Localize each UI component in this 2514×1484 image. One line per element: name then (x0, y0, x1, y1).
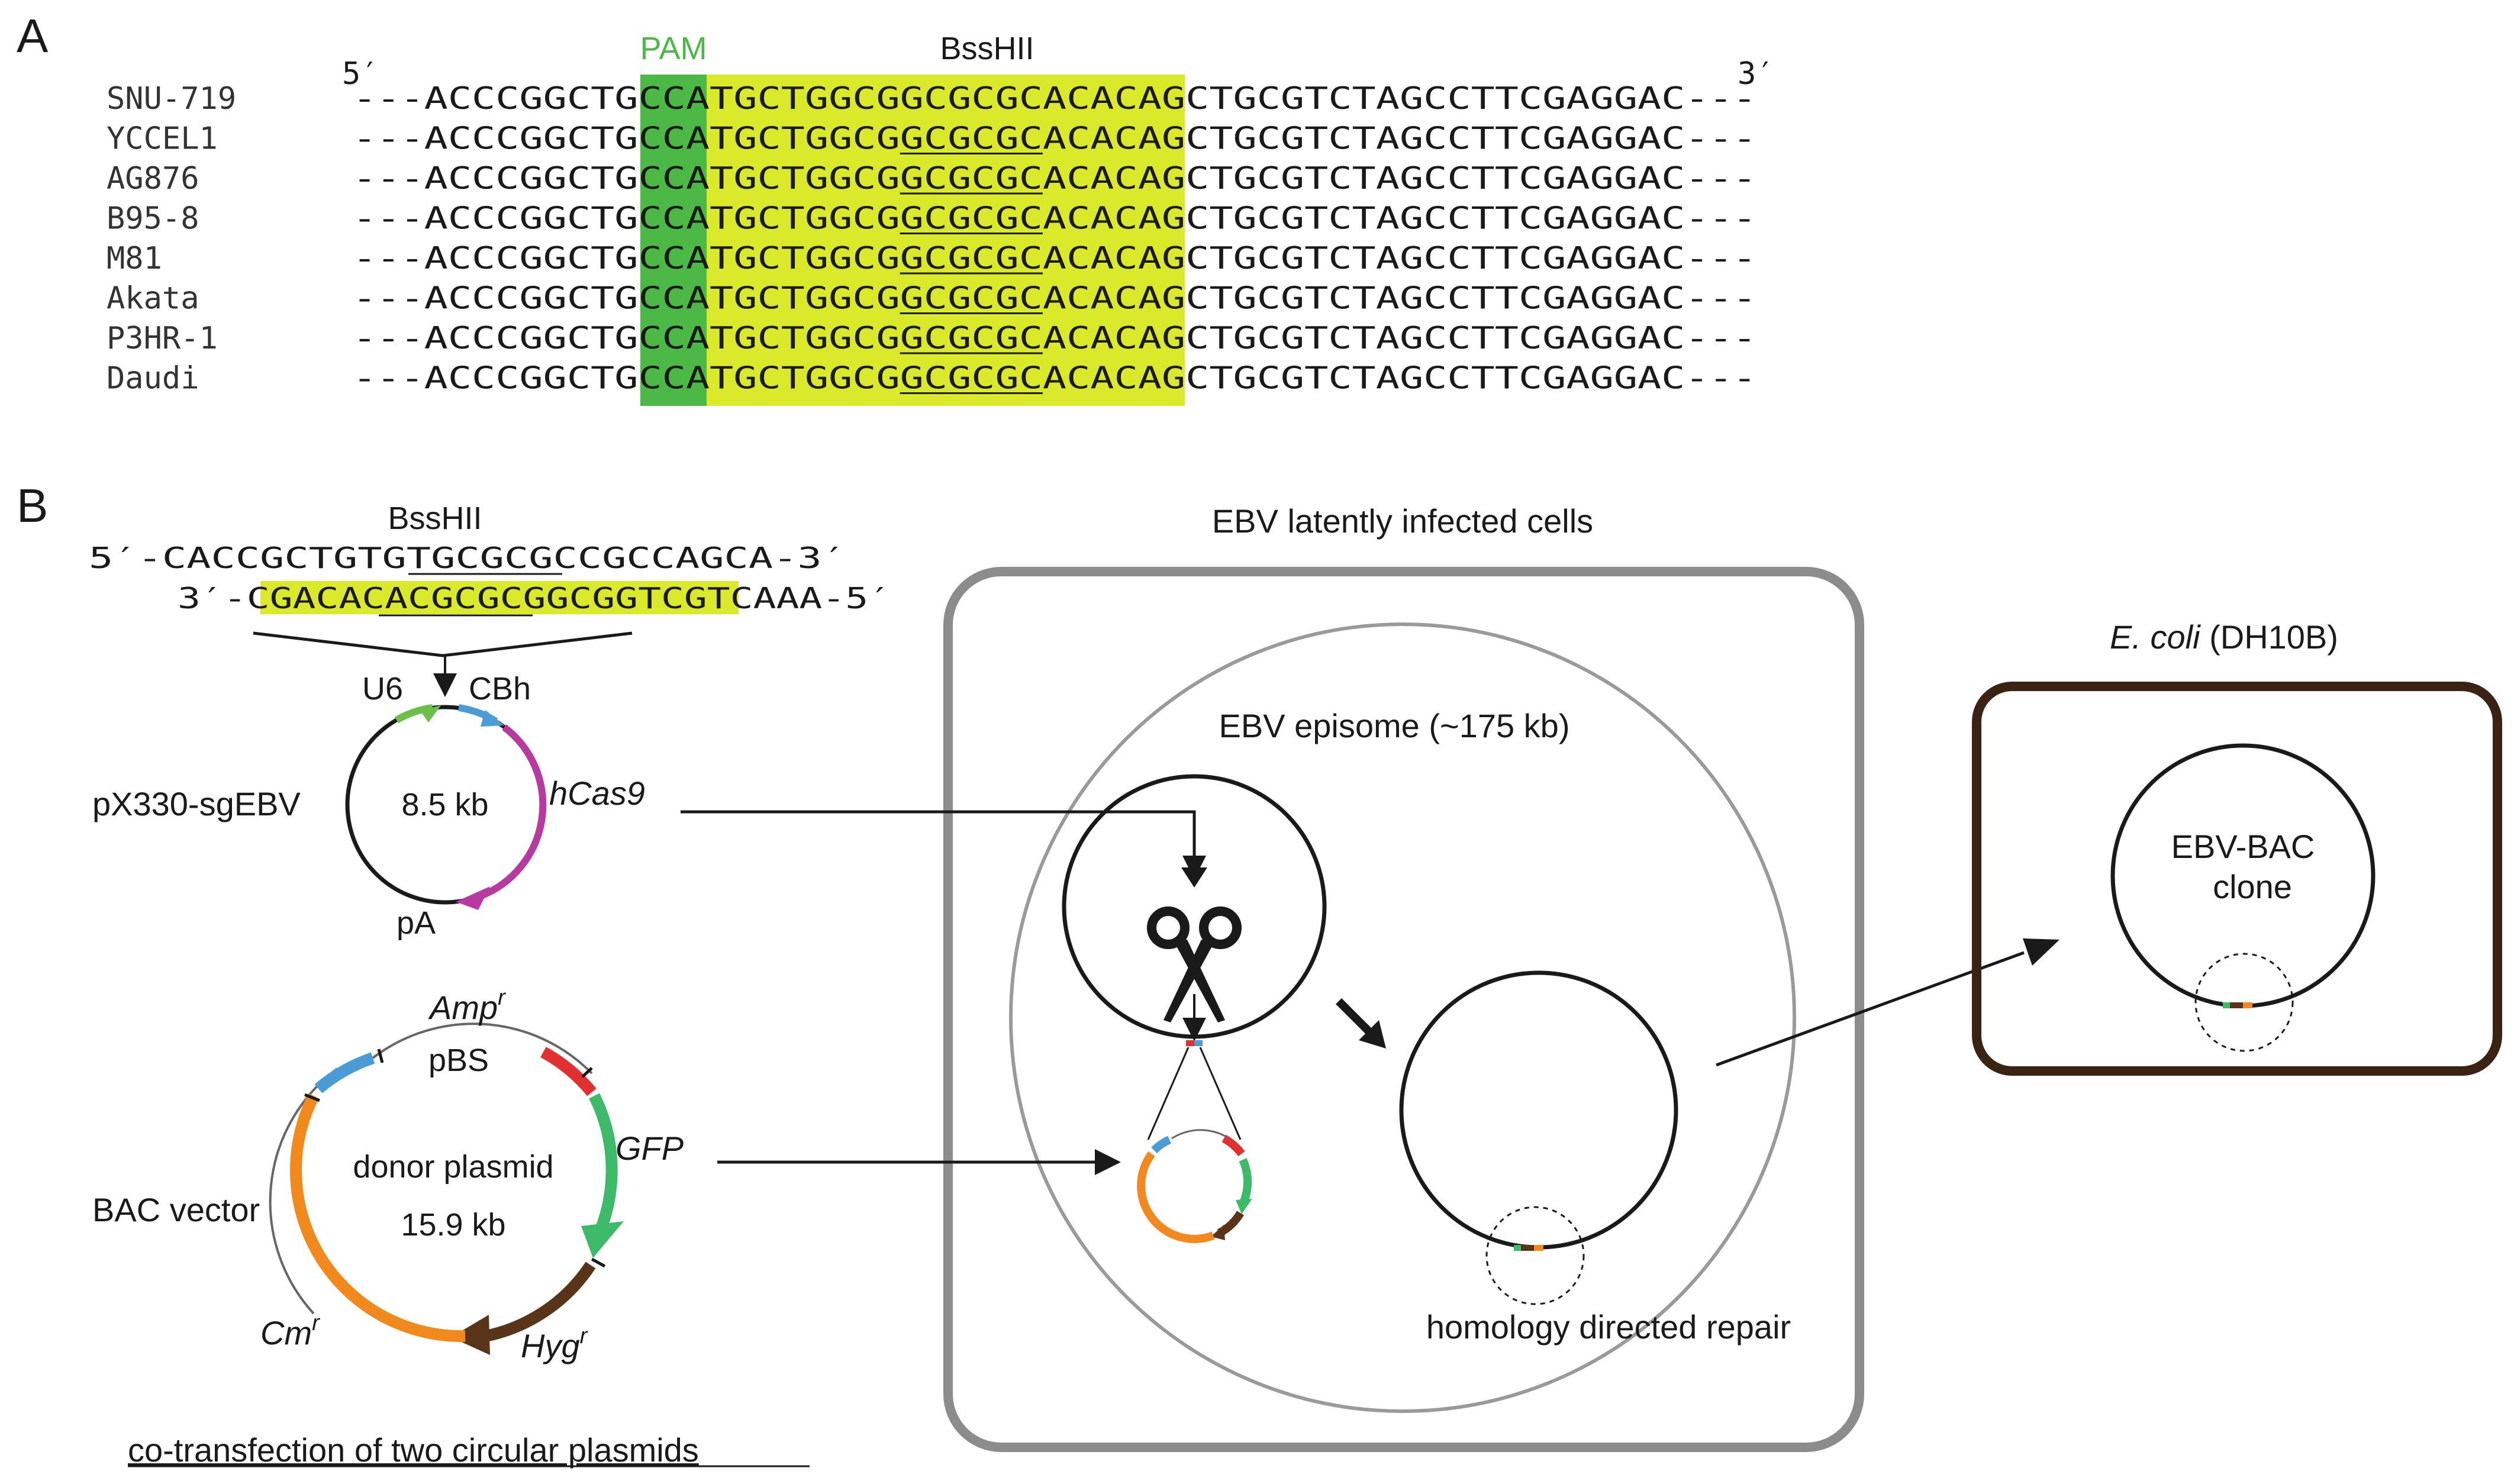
hygr-arc (478, 1262, 596, 1343)
px330-name: pX330-sgEBV (92, 785, 301, 822)
donor-plasmid: Ampr pBS donor plasmid 15.9 kb GFP BAC v… (92, 985, 684, 1364)
repaired-insert-zoom (1485, 1206, 1585, 1305)
px330-size: 8.5 kb (401, 787, 488, 822)
insert-mark-green (1514, 1245, 1521, 1251)
bac-vector-arc (290, 1093, 466, 1343)
bac-insert-orange (2243, 1002, 2252, 1008)
strain-name: P3HR-1 (107, 321, 218, 356)
ampr-label: Ampr (428, 985, 506, 1026)
ecoli-cell-box (1972, 682, 2502, 1076)
repair-arrow-shaft (1336, 998, 1375, 1037)
episome-label: EBV episome (~175 kb) (1219, 707, 1570, 744)
bac-insert-green (2223, 1002, 2230, 1008)
ecoli-title: E. coli (DH10B) (2110, 618, 2338, 656)
bac-vector-label: BAC vector (92, 1191, 260, 1228)
insert-funnel (253, 631, 633, 657)
repair-arrowhead (1359, 1020, 1386, 1049)
hygr-arrowhead (451, 1315, 490, 1355)
bsshii-label-b: BssHII (388, 501, 482, 536)
junction-tick-3 (304, 1093, 320, 1102)
homology-arm-red (540, 1047, 597, 1096)
five-prime-end: 5′ (342, 56, 379, 92)
cbh-arrowhead (481, 710, 504, 727)
strain-name: Daudi (107, 361, 199, 396)
ebv-bac-label-line2: clone (2213, 868, 2292, 905)
px330-transfect-arrowhead (1181, 867, 1207, 888)
nucleus-circle (1009, 622, 1796, 1413)
strain-names: SNU-719YCCEL1AG876B95-8M81AkataP3HR-1Dau… (107, 81, 236, 396)
bsshii-label-a: BssHII (940, 31, 1034, 66)
donor-transfect-arrowhead (1095, 1149, 1121, 1175)
cut-site-blue (1194, 1040, 1203, 1046)
sequence-row: ---ACCCGGCTGCCATGCTGGCGGCGCGCACACAGCTGCG… (353, 281, 1756, 317)
gfp-label: GFP (615, 1130, 684, 1167)
panel-b-label: B (17, 479, 48, 532)
junction-tick-1 (377, 1049, 384, 1063)
pam-highlight (640, 75, 707, 406)
strain-name: SNU-719 (107, 81, 236, 117)
pbs-backbone-arc (372, 1022, 593, 1075)
u6-arrowhead (420, 705, 441, 722)
donor-size: 15.9 kb (401, 1207, 505, 1243)
donor-plasmid-in-nucleus (1137, 1129, 1252, 1243)
sequence-row: ---ACCCGGCTGCCATGCTGGCGGCGCGCACACAGCTGCG… (353, 121, 1756, 157)
hygr-label: Hygr (521, 1324, 588, 1364)
junction-tick-4 (591, 1257, 606, 1268)
hcas9-arrowhead (456, 886, 490, 910)
junction-tick-2 (581, 1067, 593, 1078)
sequence-rows: ---ACCCGGCTGCCATGCTGGCGGCGCGCACACAGCTGCG… (353, 81, 1756, 396)
strain-name: B95-8 (107, 201, 199, 237)
donor-name: donor plasmid (353, 1149, 553, 1185)
pam-label: PAM (640, 31, 707, 66)
sequence-row: ---ACCCGGCTGCCATGCTGGCGGCGCGCACACAGCTGCG… (353, 81, 1756, 117)
insert-mark-brown (1521, 1245, 1534, 1251)
cotransfection-caption: co-transfection of two circular plasmids (128, 1431, 699, 1469)
panel-a: A PAM BssHII 5′ 3′ SNU-719YCCEL1AG876B95… (17, 9, 1775, 406)
bsshii-underlines (900, 153, 1043, 394)
panel-b: B BssHII 5′-CACCGCTGTGTGCGCGCCGCCAGCA-3′… (17, 479, 2502, 1469)
gfp-arc (589, 1093, 618, 1240)
pa-label: pA (397, 905, 436, 941)
cmr-label: Cmr (260, 1311, 320, 1351)
three-prime-end: 3′ (1738, 56, 1775, 92)
crossover-line-1 (1147, 1047, 1190, 1140)
cbh-label: CBh (469, 671, 531, 706)
panel-a-label: A (17, 9, 49, 62)
homology-arm-blue (314, 1052, 375, 1093)
bac-insert-brown (2230, 1002, 2243, 1008)
strain-name: AG876 (107, 161, 199, 196)
gfp-arrowhead (581, 1221, 624, 1258)
to-ecoli-arrowhead (2023, 938, 2059, 966)
strain-name: M81 (107, 241, 162, 276)
sequence-row: ---ACCCGGCTGCCATGCTGGCGGCGCGCACACAGCTGCG… (353, 241, 1756, 276)
px330-plasmid: U6 CBh 8.5 kb hCas9 pA pX330-sgEBV (92, 671, 645, 941)
px330-transfect-line (681, 810, 1196, 866)
insert-mark-orange (1534, 1245, 1543, 1251)
cut-site-red (1186, 1040, 1194, 1046)
oligo-bottom-strand: 3′-CGACACACGCGCGGCGGTCGTCAAA-5′ (178, 582, 891, 615)
sequence-row: ---ACCCGGCTGCCATGCTGGCGGCGCGCACACAGCTGCG… (353, 321, 1756, 356)
hcas9-label: hCas9 (549, 775, 645, 812)
bac-insert-zoom (2194, 953, 2294, 1052)
strain-name: Akata (107, 281, 199, 317)
oligo-guide-highlight (260, 581, 739, 614)
hcas9-arc (478, 724, 547, 900)
guide-highlight (707, 75, 1185, 406)
crossover-line-2 (1199, 1047, 1242, 1140)
u6-label: U6 (362, 671, 403, 706)
sequence-row: ---ACCCGGCTGCCATGCTGGCGGCGCGCACACAGCTGCG… (353, 361, 1756, 396)
u6-promoter-arc (394, 704, 433, 724)
oligo-top-strand: 5′-CACCGCTGTGTGCGCGCCGCCAGCA-3′ (89, 541, 846, 575)
sequence-row: ---ACCCGGCTGCCATGCTGGCGGCGCGCACACAGCTGCG… (353, 161, 1756, 196)
cells-title: EBV latently infected cells (1212, 502, 1593, 540)
infected-cell-box (943, 567, 1864, 1452)
sequence-row: ---ACCCGGCTGCCATGCTGGCGGCGCGCACACAGCTGCG… (353, 201, 1756, 237)
hdr-label: homology directed repair (1426, 1308, 1791, 1346)
ebv-bac-label-line1: EBV-BAC (2171, 828, 2315, 865)
strain-name: YCCEL1 (107, 121, 218, 157)
repaired-episome-circle (1399, 970, 1678, 1250)
pbs-label: pBS (428, 1043, 489, 1078)
scissors-icon (1147, 906, 1242, 1022)
